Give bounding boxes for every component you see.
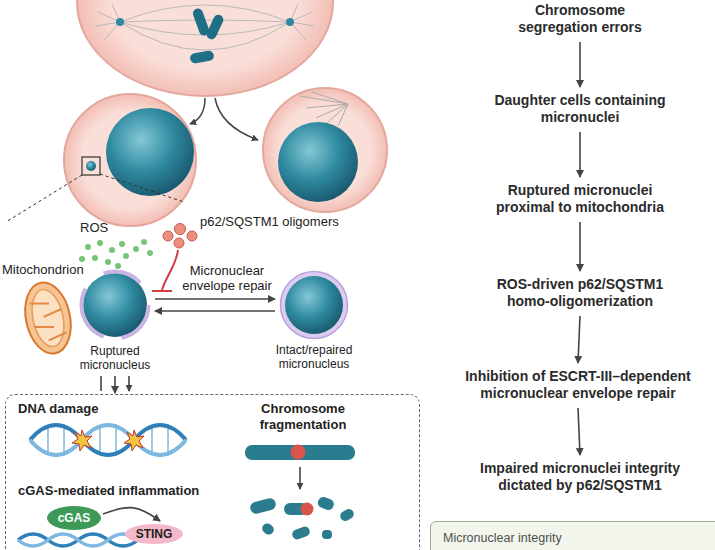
- fragment: [316, 496, 335, 512]
- connector-arrow: [155, 310, 275, 312]
- lagging-chromosome: [189, 50, 214, 64]
- node-text: STING: [124, 523, 184, 545]
- cell-membrane: [64, 94, 196, 226]
- chromosome-fragmentation: [245, 445, 356, 541]
- fragment: [260, 521, 276, 536]
- chromosome: [205, 13, 225, 41]
- inner-membrane: [27, 287, 68, 350]
- summary-band: Micronuclear integrity: [430, 521, 715, 550]
- part-label: Mitochondrion: [2, 262, 84, 277]
- nucleus: [278, 122, 358, 202]
- connector-arrow: [579, 42, 581, 87]
- fragment: [338, 507, 355, 523]
- protein-shape: [47, 506, 101, 530]
- flow-step: Ruptured micronuclei proximal to mitocho…: [480, 182, 680, 216]
- daughter-cell: [263, 88, 387, 212]
- outer-membrane: [19, 278, 77, 358]
- ruptured-envelope: [82, 272, 149, 339]
- connector-arrow: [103, 508, 160, 521]
- node-text: Ruptured micronucleus: [60, 344, 170, 372]
- connector-arrow: [578, 408, 580, 455]
- cell-membrane: [263, 88, 387, 212]
- fragment: [249, 497, 277, 515]
- nucleus: [106, 108, 194, 196]
- centromere: [291, 445, 306, 460]
- spindle-fibers: [120, 5, 290, 50]
- dna-helix: [30, 424, 186, 456]
- damage-star: [72, 430, 92, 451]
- p62-oligomers: [163, 224, 197, 249]
- connector-arrow: [114, 376, 116, 393]
- ros-dots: [79, 239, 153, 269]
- zoom-box: [82, 157, 100, 175]
- fragmentation-arrow: [299, 467, 301, 489]
- micronucleus-core: [285, 276, 343, 334]
- flow-step: Inhibition of ESCRT-III–dependent micron…: [443, 368, 713, 402]
- part-label: ROS: [80, 220, 108, 235]
- intact-envelope: [281, 272, 348, 339]
- flow-step: ROS-driven p62/SQSTM1 homo-oligomerizati…: [475, 276, 685, 310]
- node-text: Inhibition of ESCRT-III–dependent micron…: [443, 368, 713, 402]
- fragment: [322, 530, 332, 539]
- node-text: cGAS-mediated inflammation: [18, 483, 199, 499]
- protein-ellipse: STING: [124, 523, 184, 545]
- mitotic-cell: [77, 0, 333, 96]
- micronucleus-circle: Intact/repaired micronucleus: [279, 270, 349, 340]
- node-text: DNA damage: [18, 401, 98, 417]
- connector-arrow: [155, 298, 275, 300]
- micronucleus-circle: Ruptured micronucleus: [79, 269, 151, 341]
- node-shape: [279, 270, 349, 340]
- node-text: Impaired micronuclei integrity dictated …: [458, 460, 703, 494]
- cell-membrane: [77, 0, 333, 96]
- outcome-panel: DNA damage Chromosome fragmentation cGAS-m…: [5, 394, 420, 550]
- node-text: Micronuclear integrity: [431, 522, 715, 550]
- cristae: [30, 297, 68, 342]
- astral-fibers: [96, 4, 314, 40]
- flow-step: Daughter cells containing micronuclei: [485, 92, 675, 126]
- node-text: Intact/repaired micronucleus: [259, 343, 369, 371]
- fragment: [291, 525, 311, 541]
- micronucleus: [86, 161, 96, 171]
- protein-ellipse: cGAS: [46, 505, 102, 531]
- node-text: Chromosome fragmentation: [244, 401, 362, 433]
- daughter-cell: [64, 94, 196, 226]
- division-arrow: [190, 98, 205, 124]
- node-text: Daughter cells containing micronuclei: [485, 92, 675, 126]
- flow-step: Chromosome segregation errors: [494, 2, 666, 36]
- edge-label: Micronuclear envelope repair: [175, 263, 279, 293]
- part-label: p62/SQSTM1 oligomers: [200, 214, 339, 229]
- connector-arrow: [579, 222, 581, 271]
- connector-arrow: [579, 132, 581, 177]
- zoom-lines: [6, 174, 184, 222]
- node-text: cGAS: [46, 505, 102, 531]
- connector-arrow: [578, 316, 580, 363]
- dna-strand: [30, 425, 186, 455]
- dna-strand: [18, 534, 138, 546]
- node-text: Ruptured micronuclei proximal to mitocho…: [480, 182, 680, 216]
- damage-star: [124, 430, 144, 451]
- cytosolic-dna: [18, 534, 138, 546]
- mitochondrion: [19, 278, 77, 358]
- dna-strand: [30, 425, 186, 455]
- protein-shape: [125, 524, 183, 544]
- division-arrow: [215, 98, 258, 140]
- flow-step: Impaired micronuclei integrity dictated …: [458, 460, 703, 494]
- astral-fibers: [300, 92, 348, 126]
- node-text: ROS-driven p62/SQSTM1 homo-oligomerizati…: [475, 276, 685, 310]
- node-shape: [79, 269, 151, 341]
- spindle-pole: [116, 18, 124, 26]
- chromosome: [245, 445, 355, 460]
- spindle-pole: [286, 18, 294, 26]
- inhibition-line: [152, 250, 178, 291]
- node-text: Chromosome segregation errors: [494, 2, 666, 36]
- dna-strand: [18, 534, 138, 546]
- centromere: [301, 503, 314, 516]
